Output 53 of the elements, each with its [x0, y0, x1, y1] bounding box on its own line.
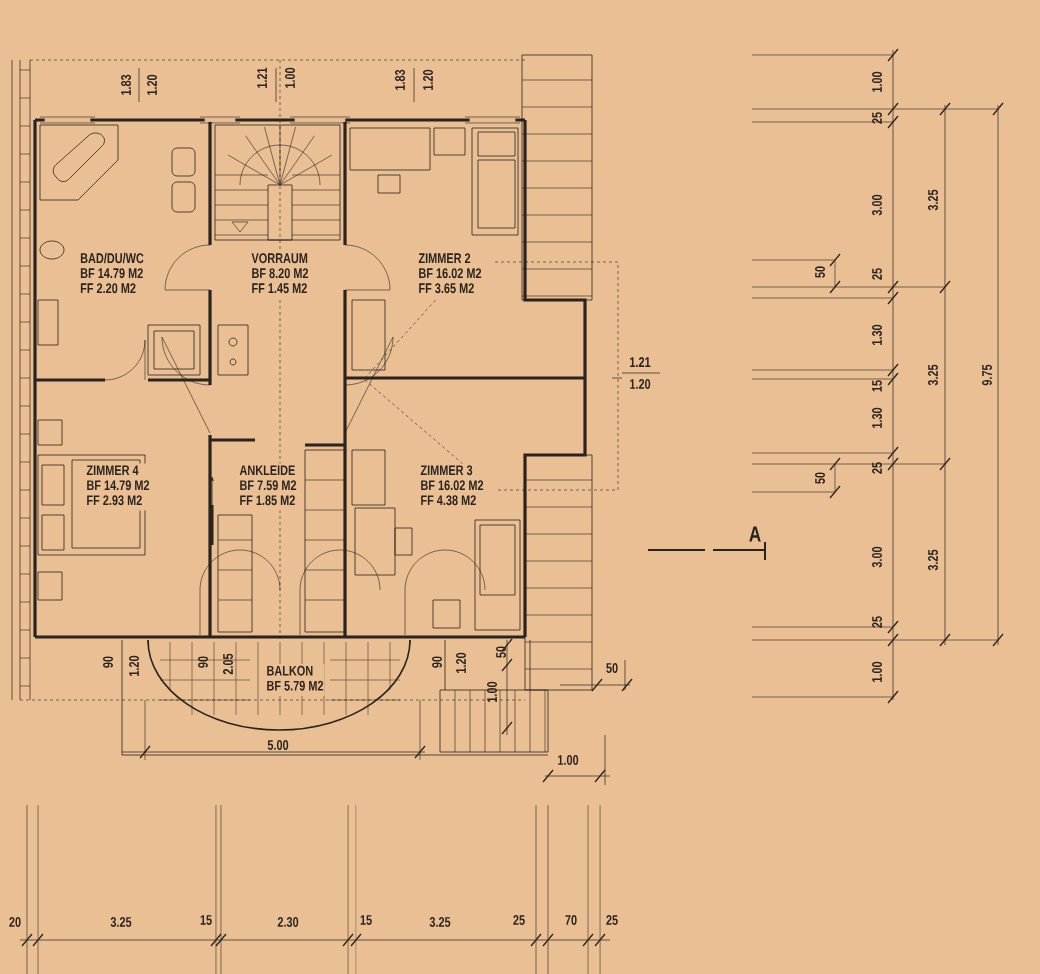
dimension-label: 1.83 [395, 69, 405, 90]
dimension-label: 20 [9, 917, 21, 927]
dimension-label: 1.83 [121, 74, 131, 95]
dimension-label: 70 [565, 915, 577, 925]
dimension-label: 50 [815, 266, 825, 278]
dimension-label: 1.00 [558, 755, 579, 765]
dimension-label: 1.20 [147, 74, 157, 95]
section-label: A [749, 526, 761, 542]
room-label: VORRAUM BF 8.20 M2 FF 1.45 M2 [250, 251, 310, 299]
dimension-label: 1.30 [872, 407, 882, 428]
room-label: ZIMMER 2 BF 16.02 M2 FF 3.65 M2 [417, 251, 483, 299]
dimension-label: 3.00 [872, 194, 882, 216]
dimension-label: 25 [872, 112, 882, 124]
room-label: ANKLEIDE BF 7.59 M2 FF 1.85 M2 [238, 463, 298, 511]
dimension-label: 25 [606, 915, 618, 925]
dimension-label: 90 [198, 656, 208, 668]
dimension-label: 90 [103, 656, 113, 668]
dimension-label: 3.00 [872, 546, 882, 568]
room-label: ZIMMER 3 BF 16.02 M2 FF 4.38 M2 [419, 463, 485, 511]
dimension-label: 3.25 [429, 917, 451, 927]
dimension-label: 1.20 [129, 655, 139, 676]
room-label: BAD/DU/WC BF 14.79 M2 FF 2.20 M2 [79, 251, 145, 299]
dimension-label: 5.00 [267, 740, 289, 750]
dimension-label: 25 [513, 915, 525, 925]
dimension-label: 15 [360, 915, 372, 925]
dimension-label: 50 [815, 472, 825, 484]
dimension-label: 1.20 [456, 652, 466, 673]
room-label: ZIMMER 4 BF 14.79 M2 FF 2.93 M2 [85, 463, 151, 511]
dimension-label: 1.00 [285, 67, 295, 88]
dimension-label: 9.75 [982, 364, 992, 386]
room-label: BALKON BF 5.79 M2 [265, 664, 325, 696]
dimension-label: 25 [872, 268, 882, 280]
dimension-label: 3.25 [928, 189, 938, 211]
dimension-label: 50 [606, 663, 618, 673]
dimension-label: 1.20 [630, 379, 651, 389]
dimension-label: 3.25 [928, 549, 938, 571]
dimension-label: 15 [200, 915, 212, 925]
dimension-label: 15 [872, 380, 882, 392]
dimension-label: 50 [496, 646, 506, 658]
dimension-label: 1.30 [872, 324, 882, 345]
dimension-label: 1.21 [630, 357, 651, 367]
dimension-label: 1.00 [872, 661, 882, 682]
dimension-label: 90 [432, 656, 442, 668]
dimension-label: 2.30 [277, 917, 299, 927]
dimension-label: 25 [872, 616, 882, 628]
dimension-label: 25 [872, 462, 882, 474]
dimension-label: 1.20 [423, 69, 433, 90]
dimension-label: 1.21 [257, 67, 267, 88]
dimension-label: 3.25 [928, 364, 938, 386]
dimension-label: 3.25 [110, 917, 132, 927]
dimension-label: 1.00 [487, 681, 497, 702]
dimension-label: 2.05 [223, 653, 233, 675]
dimension-label: 1.00 [872, 71, 882, 92]
